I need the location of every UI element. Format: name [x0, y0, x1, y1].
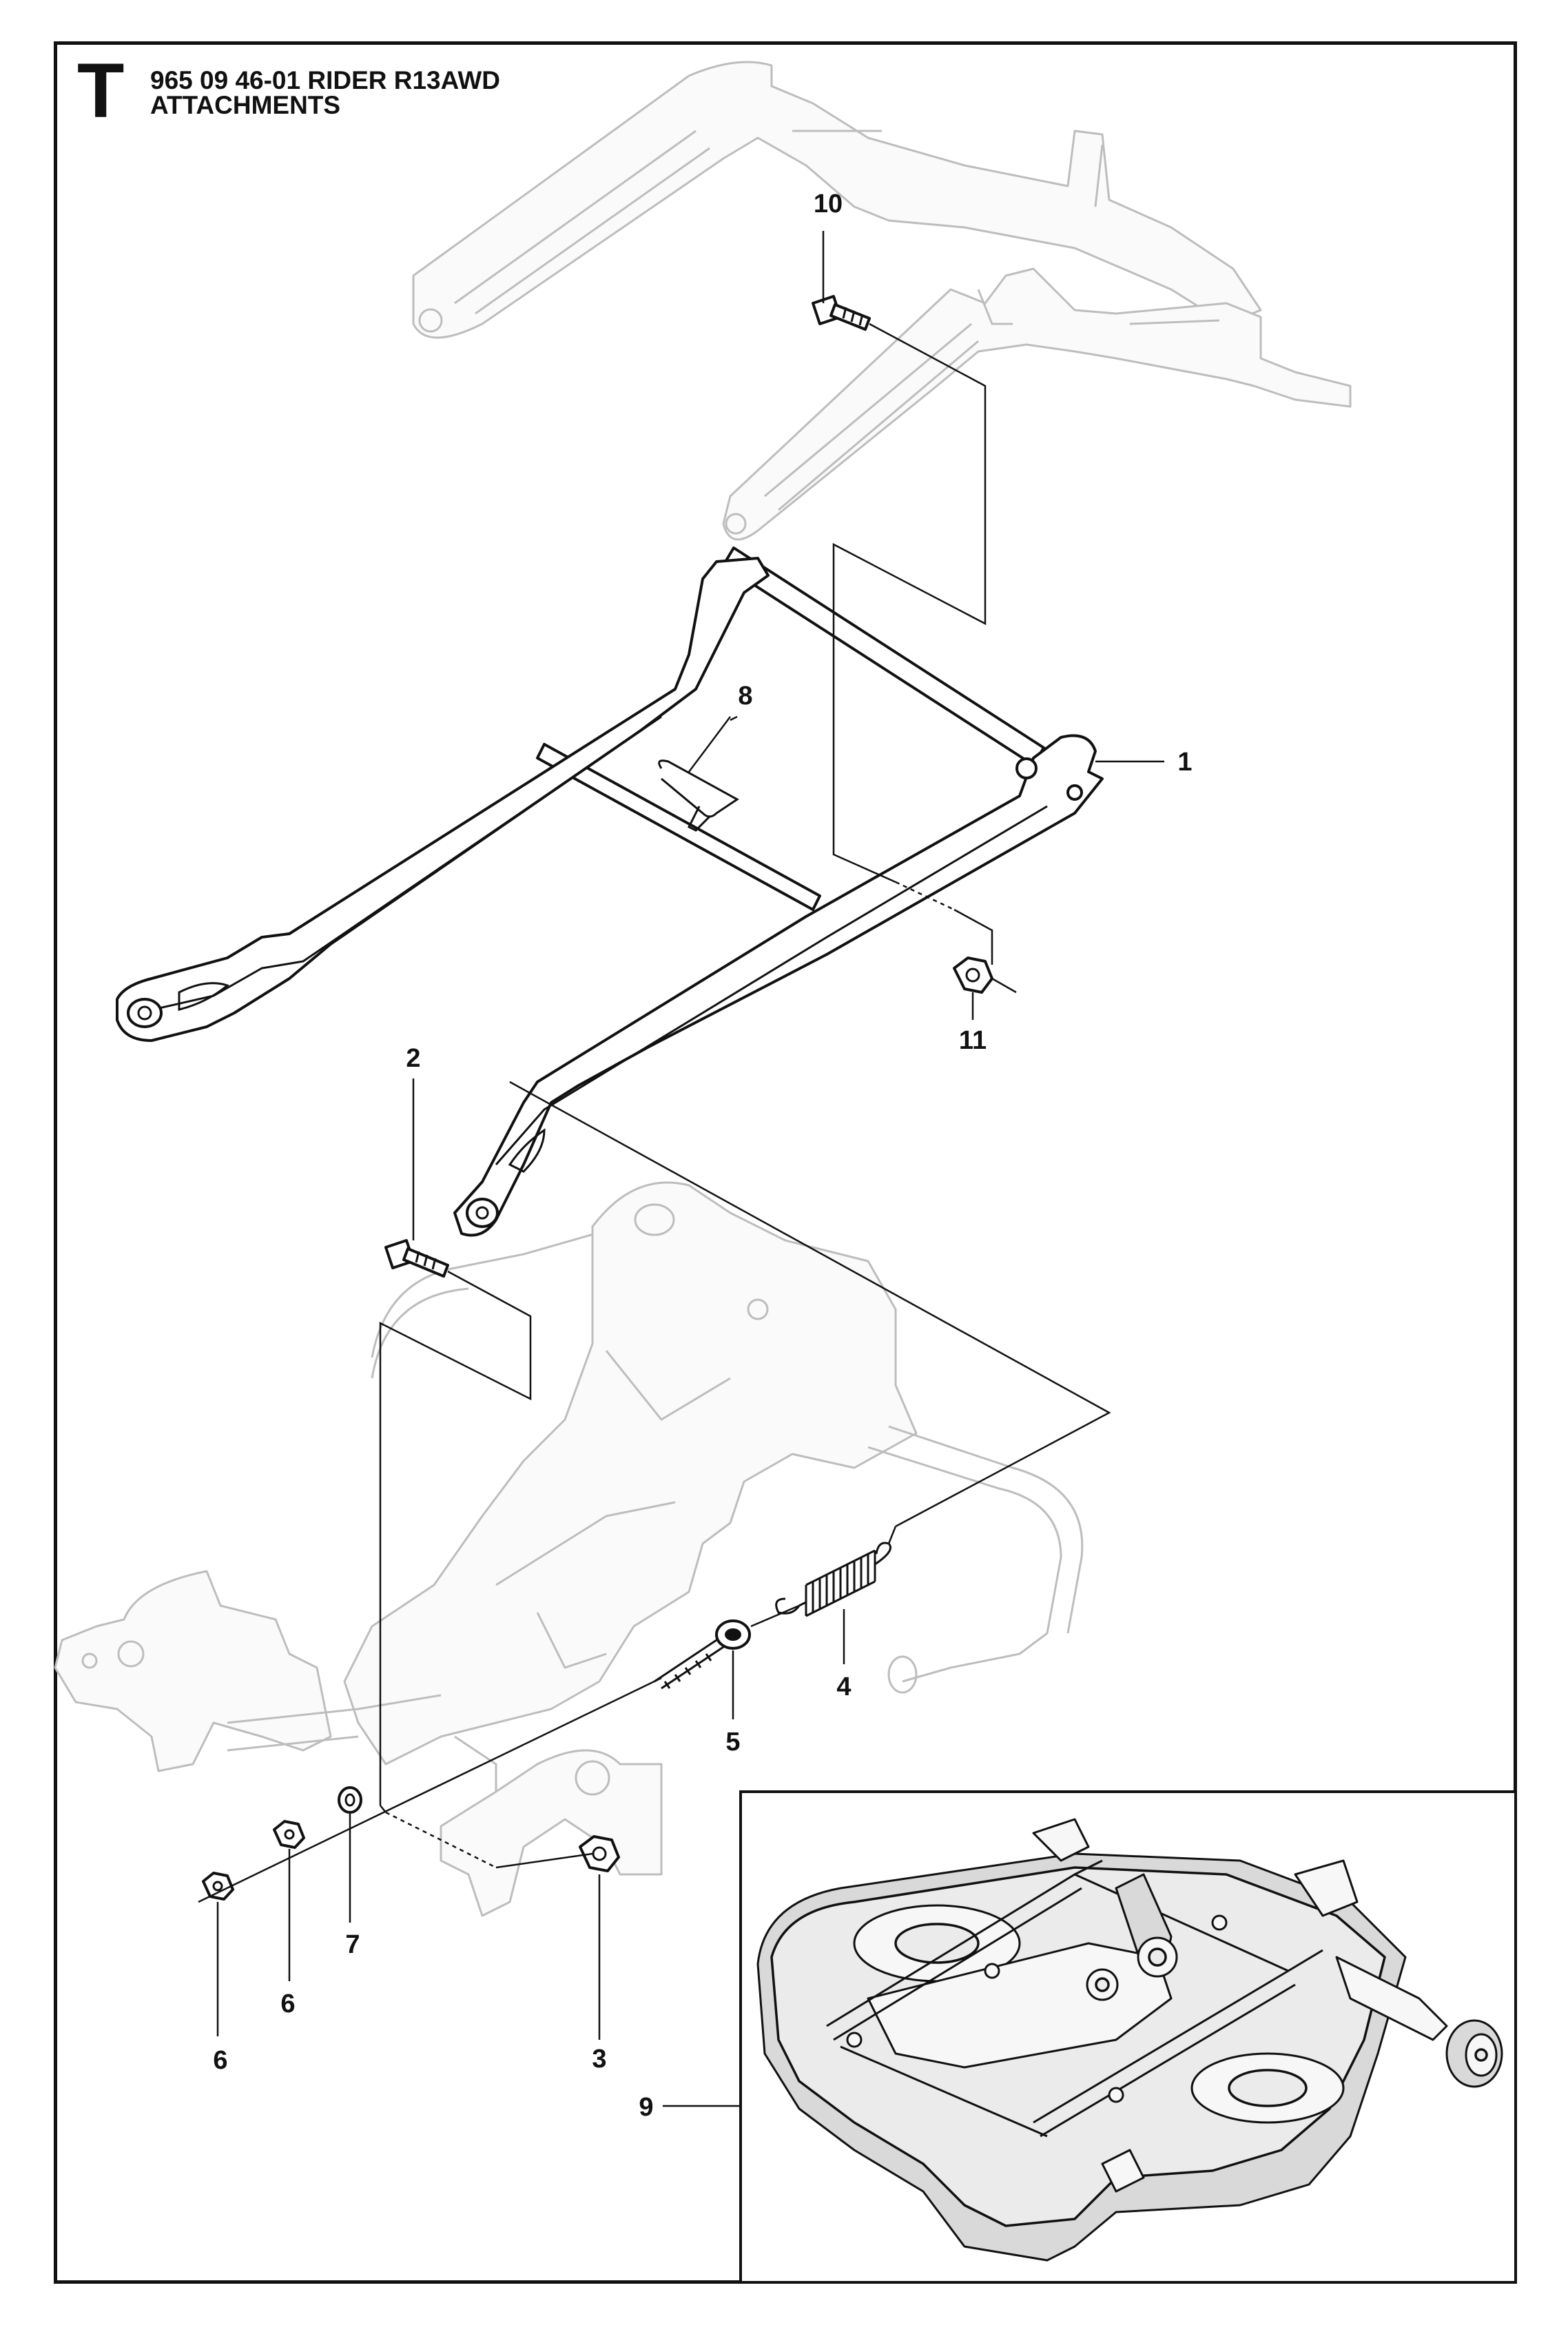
- part-11-lock-nut: [953, 956, 993, 994]
- callout-5: 5: [725, 1728, 740, 1757]
- part-8-hairpin-clip: [658, 716, 739, 832]
- callout-8: 8: [738, 682, 752, 710]
- part-3-lock-nut: [579, 1835, 620, 1872]
- callout-2: 2: [406, 1044, 420, 1073]
- part-6-7-nuts-washer: [202, 1786, 362, 1901]
- callout-11: 11: [959, 1026, 987, 1055]
- part-2-bolt: [384, 1239, 449, 1278]
- ghost-upper-lift-arms: [412, 61, 1352, 541]
- section-letter: T: [77, 48, 125, 134]
- assembly-lines: [198, 323, 1111, 1903]
- callout-6b: 6: [280, 1989, 295, 2018]
- part-9-cutting-deck-inset: [739, 1790, 1517, 2284]
- part-10-bolt: [812, 295, 871, 331]
- callout-6a: 6: [213, 2046, 227, 2075]
- callout-10: 10: [814, 190, 843, 218]
- callout-7: 7: [345, 1930, 360, 1959]
- callout-1: 1: [1177, 748, 1192, 777]
- title-section: ATTACHMENTS: [150, 91, 341, 119]
- part-4-spring: [775, 1542, 891, 1617]
- callout-leaders: [216, 231, 1164, 2107]
- callout-9: 9: [639, 2093, 653, 2122]
- part-1-lift-frame: [116, 546, 1104, 1237]
- callout-3: 3: [592, 2045, 606, 2074]
- callout-labels: 1 2 3 4 5 6 6 7 8 9 10 11: [213, 190, 1192, 2122]
- ghost-chassis-frame: [54, 1181, 1084, 1917]
- title-part-number: 965 09 46-01 RIDER R13AWD: [150, 66, 500, 94]
- callout-4: 4: [836, 1672, 851, 1701]
- part-5-eye-bolt: [654, 1619, 751, 1690]
